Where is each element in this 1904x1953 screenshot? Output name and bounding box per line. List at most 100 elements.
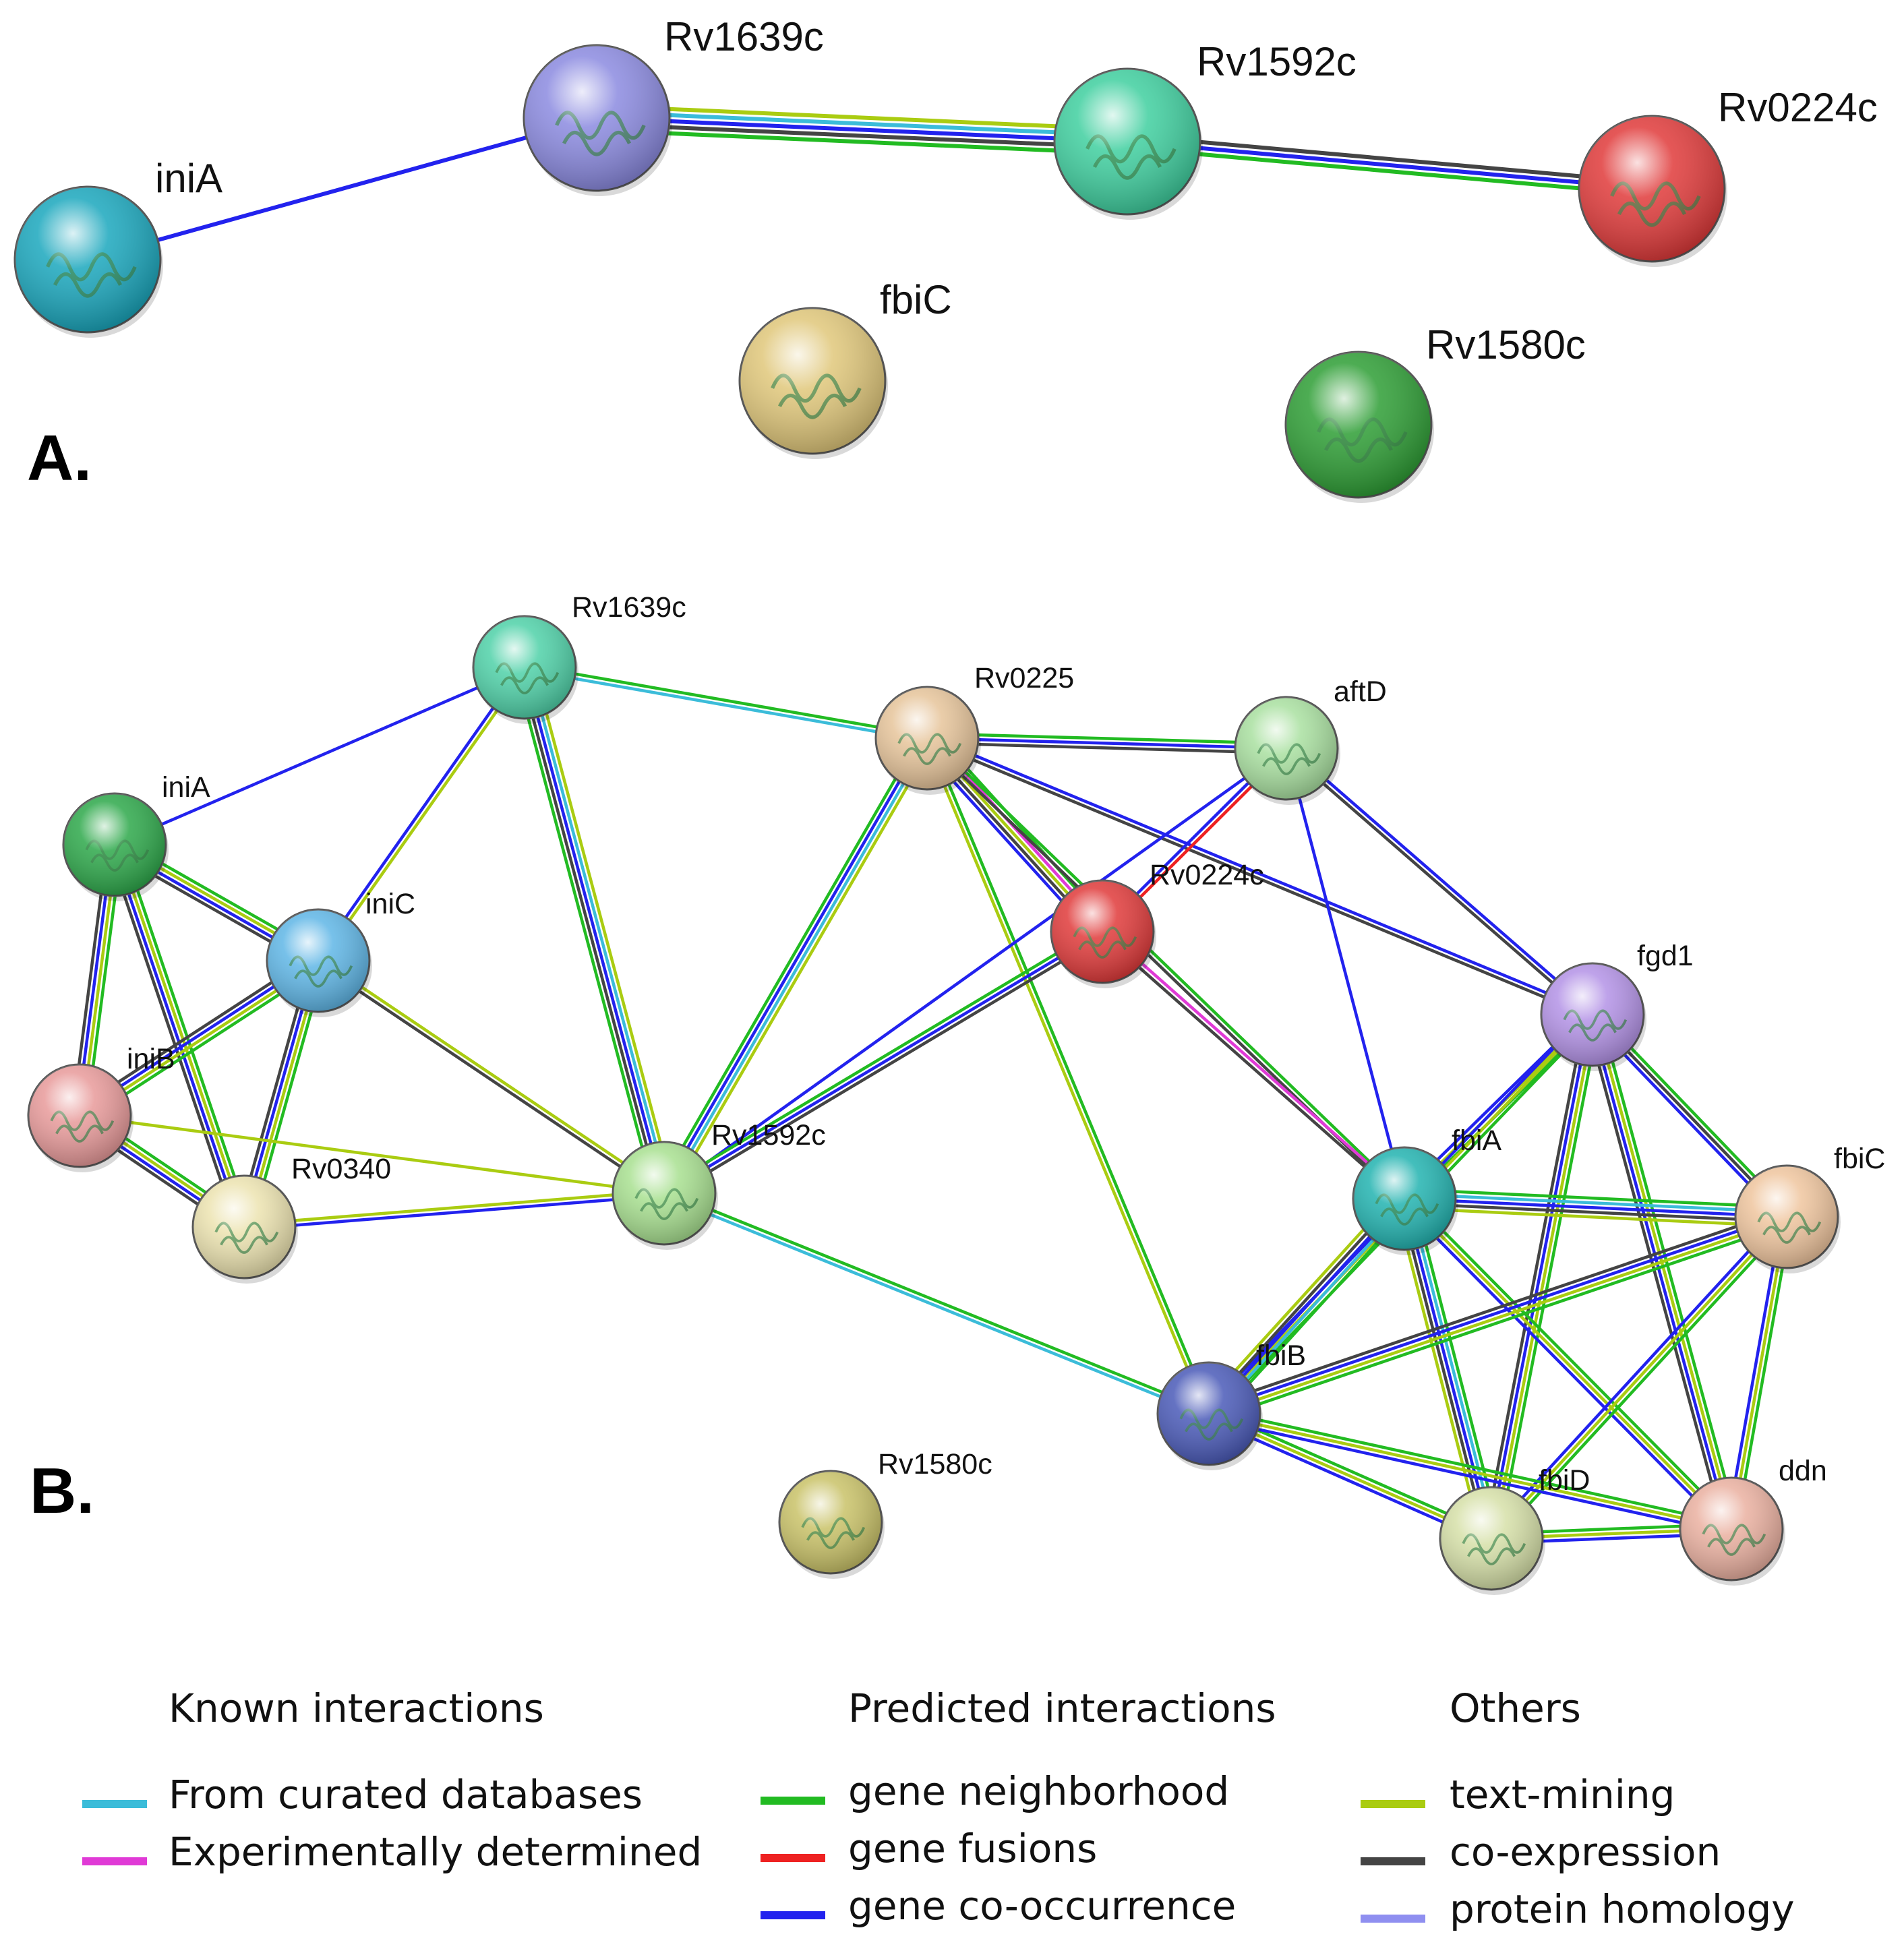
edge-evidence-cooccurrence [1402, 1198, 1493, 1539]
node-label: aftD [1334, 675, 1387, 708]
edge-iniA-Rv1639c [87, 116, 597, 262]
edge-evidence-neighborhood [1597, 1012, 1740, 1528]
node-highlight [1353, 1147, 1456, 1250]
node-highlight [473, 616, 576, 719]
edge-evidence-coexpression [925, 739, 1593, 1019]
edge-aftD-fgd1 [1284, 745, 1595, 1018]
node-highlight [876, 687, 978, 789]
panel-b-node-iniC[interactable]: iniC [266, 888, 415, 1017]
legend-known: Known interactions [169, 1685, 544, 1731]
edge-fbiA-ddn [1400, 1194, 1736, 1534]
edge-evidence-cooccurrence [1404, 1197, 1787, 1219]
panel-b-node-iniA[interactable]: iniA [62, 771, 210, 901]
edge-evidence-neighborhood [1210, 1222, 1790, 1422]
legend-swatch-cooccurrence [761, 1911, 825, 1919]
edge-evidence-textmining [1490, 1215, 1788, 1540]
edge-evidence-neighborhood [514, 669, 657, 1197]
edge-Rv1639c-Rv0225 [524, 663, 928, 742]
edge-evidence-textmining [1403, 1197, 1733, 1530]
node-label: Rv1580c [1426, 322, 1586, 367]
edge-evidence-textmining [532, 664, 675, 1191]
edge-evidence-cooccurrence [1284, 748, 1406, 1199]
edge-evidence-neighborhood [664, 1189, 1211, 1413]
edge-aftD-Rv1592c [663, 747, 1288, 1195]
edge-evidence-textmining [1208, 1412, 1732, 1531]
panel-b-node-Rv0224c[interactable]: Rv0224c [1050, 859, 1264, 988]
edge-evidence-curated [662, 1194, 1209, 1418]
edge-evidence-neighborhood [1497, 1015, 1601, 1540]
legend-swatch-fusion [761, 1854, 825, 1862]
legend-swatch-textmining [1361, 1800, 1425, 1808]
panel-b-node-fbiB[interactable]: fbiB [1156, 1340, 1306, 1470]
edge-evidence-cooccurrence [87, 116, 597, 262]
panel-a-node-iniA[interactable]: iniA [13, 156, 222, 338]
legend-predicted: Predicted interactions [848, 1685, 1276, 1731]
edge-evidence-curated [597, 110, 1128, 138]
panel-a-node-Rv1639c[interactable]: Rv1639c [523, 14, 824, 196]
panel-a-node-fbiC[interactable]: fbiC [738, 277, 952, 459]
edge-Rv1639c-iniC [315, 665, 528, 963]
panel-b-node-Rv0225[interactable]: Rv0225 [874, 662, 1074, 795]
edge-evidence-cooccurrence [926, 736, 1287, 750]
panel-b-node-fbiC[interactable]: fbiC [1734, 1143, 1885, 1273]
edge-evidence-neighborhood [928, 736, 1213, 1414]
edge-Rv0340-Rv1592c [243, 1189, 665, 1231]
panel-b-node-Rv1639c[interactable]: Rv1639c [472, 591, 686, 724]
node-highlight [1235, 697, 1338, 800]
node-highlight [63, 793, 166, 896]
edge-evidence-neighborhood [1406, 1194, 1736, 1527]
edge-evidence-cooccurrence [114, 665, 525, 847]
node-label: Rv1639c [664, 14, 824, 59]
panel-a-node-Rv0224c[interactable]: Rv0224c [1578, 85, 1878, 267]
edge-evidence-neighborhood [656, 733, 922, 1191]
legend-label-curated: From curated databases [169, 1772, 643, 1817]
edge-evidence-cooccurrence [1208, 1213, 1787, 1413]
edge-evidence-textmining [1593, 1013, 1735, 1529]
node-highlight [267, 909, 369, 1012]
panel-b-node-fbiD[interactable]: fbiD [1439, 1464, 1590, 1595]
edge-Rv1592c-fbiB [662, 1189, 1211, 1418]
panel-a-node-Rv1580c[interactable]: Rv1580c [1284, 322, 1586, 503]
node-label: iniA [162, 771, 210, 804]
panel-b-node-ddn[interactable]: ddn [1679, 1455, 1827, 1586]
node-label: Rv1592c [1197, 39, 1357, 84]
legend-others: Others [1450, 1685, 1581, 1731]
edge-evidence-cooccurrence [523, 667, 666, 1194]
node-highlight [1735, 1166, 1838, 1268]
panel-b-node-Rv0340[interactable]: Rv0340 [191, 1153, 391, 1284]
edge-evidence-neighborhood [1210, 1407, 1733, 1526]
node-label: Rv0224c [1718, 85, 1878, 130]
legend-label-fusion: gene fusions [848, 1826, 1098, 1871]
panel-b-node-aftD[interactable]: aftD [1234, 675, 1387, 805]
edge-evidence-coexpression [1127, 133, 1653, 185]
edge-evidence-cooccurrence [315, 665, 524, 961]
legend-swatch-experimental [82, 1857, 147, 1865]
edge-evidence-coexpression [1584, 1016, 1727, 1532]
edge-fbiA-fbiC [1404, 1187, 1787, 1228]
node-highlight [15, 187, 160, 332]
edge-iniC-Rv1592c [316, 957, 667, 1197]
edge-evidence-coexpression [1483, 1013, 1587, 1538]
edge-fbiB-ddn [1208, 1407, 1733, 1536]
panel-b-node-fbiA[interactable]: fbiA [1352, 1124, 1501, 1255]
node-label: iniB [127, 1043, 175, 1075]
node-highlight [1541, 963, 1644, 1066]
panel-a-node-Rv1592c[interactable]: Rv1592c [1053, 39, 1357, 220]
edge-Rv0224c-fbiA [1100, 928, 1407, 1202]
edge-evidence-cooccurrence [1400, 1201, 1729, 1534]
node-highlight [1051, 880, 1154, 983]
panel-a-edges [87, 104, 1653, 262]
panel-b-node-Rv1592c[interactable]: Rv1592c [612, 1119, 826, 1250]
panel-b-node-iniB[interactable]: iniB [27, 1043, 175, 1172]
edge-Rv0225-fgd1 [925, 734, 1595, 1019]
node-highlight [1286, 352, 1431, 498]
node-label: Rv1592c [711, 1119, 826, 1151]
edge-evidence-curated [527, 665, 670, 1193]
legend-swatch-neighborhood [761, 1797, 825, 1805]
node-label: fgd1 [1637, 940, 1694, 972]
edge-fbiC-ddn [1725, 1215, 1793, 1530]
panel-b-node-Rv1580c[interactable]: Rv1580c [778, 1448, 992, 1579]
node-label: Rv1639c [572, 591, 686, 624]
panel-b-node-fgd1[interactable]: fgd1 [1540, 940, 1694, 1071]
